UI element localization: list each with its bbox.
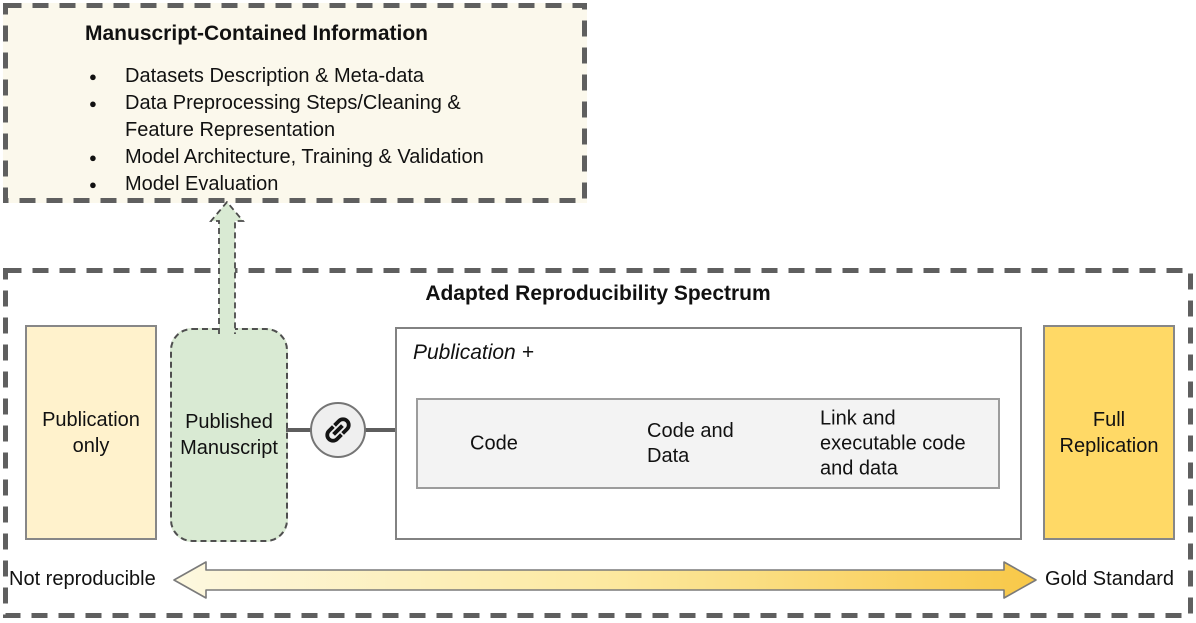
manuscript-up-arrow-icon — [209, 201, 245, 334]
bullet-icon: ● — [89, 177, 97, 192]
published-manuscript-label: Published Manuscript — [180, 411, 278, 459]
bullet-item: ● Model Evaluation — [3, 171, 579, 198]
bullet-text: Data Preprocessing Steps/Cleaning & Feat… — [125, 92, 461, 141]
axis-left-label: Not reproducible — [9, 568, 156, 590]
bullet-icon: ● — [89, 69, 97, 84]
published-manuscript-box: Published Manuscript — [170, 328, 288, 542]
spectrum-title: Adapted Reproducibility Spectrum — [425, 282, 771, 305]
publication-plus-label: Publication + — [413, 341, 534, 364]
link-badge — [310, 402, 366, 458]
bullet-icon: ● — [89, 150, 97, 165]
bullet-item: ● Datasets Description & Meta-data — [3, 63, 579, 90]
publication-plus-box: Publication + Code Code and Data Link an… — [395, 327, 1022, 540]
bullet-item: ● Data Preprocessing Steps/Cleaning & Fe… — [3, 90, 579, 144]
publication-only-label: Publication only — [42, 408, 140, 457]
full-replication-box: Full Replication — [1043, 325, 1175, 540]
spectrum-axis-arrow-icon — [173, 561, 1037, 599]
bullet-text: Datasets Description & Meta-data — [125, 65, 425, 87]
full-replication-label: Full Replication — [1059, 408, 1159, 457]
level-link-executable-label: Link and executable code and data — [820, 407, 966, 479]
level-code-data-label: Code and Data — [647, 419, 734, 467]
bullet-text: Model Evaluation — [125, 173, 279, 195]
publication-only-box: Publication only — [25, 325, 157, 540]
levels-box: Code Code and Data Link and executable c… — [416, 398, 1000, 489]
manuscript-panel-title: Manuscript-Contained Information — [85, 22, 428, 45]
manuscript-panel: Manuscript-Contained Information ● Datas… — [3, 3, 587, 203]
axis-right-label: Gold Standard — [1045, 568, 1174, 590]
link-icon — [325, 417, 351, 443]
bullet-text: Model Architecture, Training & Validatio… — [125, 146, 484, 168]
level-code-label: Code — [470, 432, 518, 454]
bullet-item: ● Model Architecture, Training & Validat… — [3, 144, 579, 171]
spectrum-panel: Adapted Reproducibility Spectrum Publica… — [3, 268, 1193, 618]
bullet-list: ● Datasets Description & Meta-data ● Dat… — [3, 63, 579, 198]
bullet-icon: ● — [89, 96, 97, 111]
